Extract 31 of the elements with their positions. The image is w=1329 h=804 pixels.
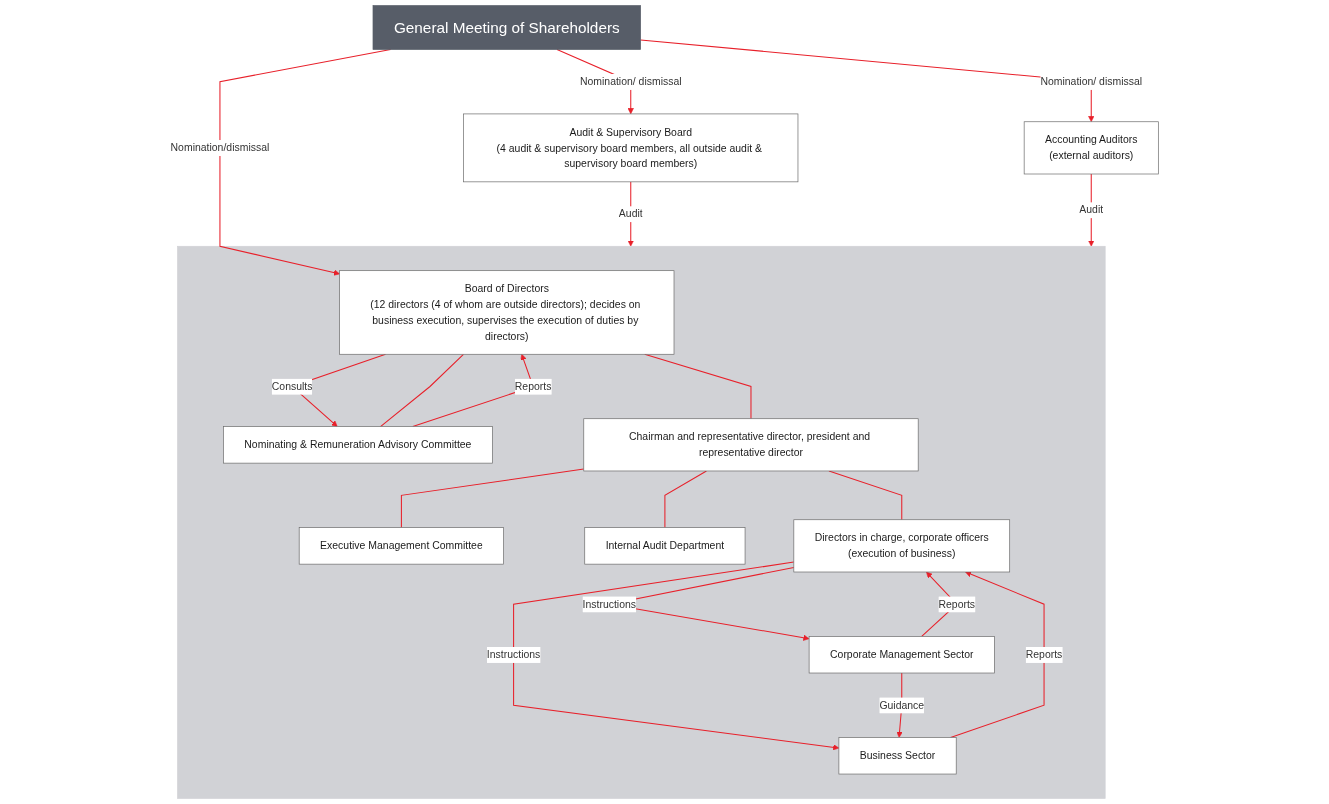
node-box: Chairman and representative director, president and representative director bbox=[583, 418, 919, 472]
edge-label: Instructions bbox=[486, 648, 541, 661]
arrow bbox=[640, 39, 1095, 123]
node-box: Nominating & Remuneration Advisory Committee bbox=[223, 426, 493, 464]
edge-label: Reports bbox=[514, 380, 552, 392]
cluster bbox=[177, 245, 1106, 799]
node-box: Audit & Supervisory Board (4 audit & supervisory board members, all outside audit & supervisory board members) bbox=[463, 113, 799, 183]
edge-label: Nomination/ dismissal bbox=[1040, 75, 1143, 88]
node-box: Board of Directors (12 directors (4 of whom are outside directors); decides on business execution, supervises the execution of duties by directors) bbox=[339, 270, 675, 355]
edge-label: Instructions bbox=[582, 597, 637, 610]
edge-label: Audit bbox=[618, 207, 643, 220]
edge-label: Nomination/ dismissal bbox=[579, 75, 682, 88]
node-box: Business Sector bbox=[838, 737, 957, 775]
node-box: Internal Audit Department bbox=[584, 527, 746, 565]
edge-label: Reports bbox=[938, 597, 976, 610]
edge-label: Consults bbox=[271, 380, 313, 392]
edge-label: Nomination/dismissal bbox=[170, 141, 270, 154]
node-box: Executive Management Committee bbox=[298, 527, 505, 565]
node-box: Accounting Auditors (external auditors) bbox=[1023, 121, 1159, 175]
arrow bbox=[627, 181, 634, 247]
edge-label: Guidance bbox=[879, 698, 925, 711]
edge-label: Audit bbox=[1079, 203, 1104, 216]
edge-label: Reports bbox=[1025, 648, 1063, 661]
arrow bbox=[950, 571, 1045, 738]
arrow bbox=[513, 561, 840, 751]
node-box: General Meeting of Shareholders bbox=[372, 5, 641, 50]
connector bbox=[380, 353, 464, 428]
node-box: Corporate Management Sector bbox=[808, 636, 995, 674]
arrow bbox=[1088, 173, 1095, 247]
node-box: Directors in charge, corporate officers (execution of business) bbox=[793, 519, 1011, 573]
connector bbox=[400, 468, 585, 529]
